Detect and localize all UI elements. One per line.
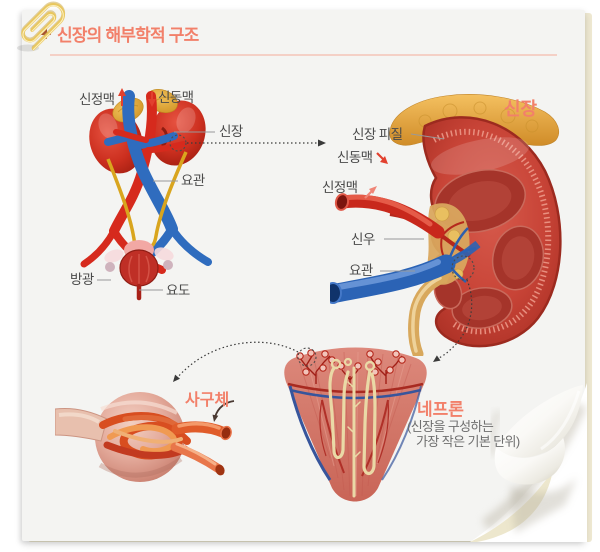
label-bladder: 방광 <box>70 272 94 287</box>
kidney-section-title: 신장 <box>504 99 538 119</box>
page-curl <box>470 383 587 542</box>
label-renal-vein-left: 신정맥 <box>79 92 115 107</box>
label-urethra: 요도 <box>166 283 190 298</box>
nephron-subtitle-line2: 가장 작은 기본 단위) <box>416 434 520 449</box>
label-renal-artery-right: 신동맥 <box>337 150 373 165</box>
title-divider <box>50 54 557 56</box>
label-renal-pelvis: 신우 <box>351 232 375 247</box>
page-title: 신장의 해부학적 구조 <box>57 26 199 45</box>
label-renal-cortex: 신장 피질 <box>352 127 403 142</box>
label-ureter-left: 요관 <box>181 173 205 188</box>
paperclip-icon <box>17 1 66 52</box>
label-renal-artery-left: 신동맥 <box>158 90 194 105</box>
plus-icon <box>39 27 51 39</box>
nephron-title: 네프론 <box>417 400 464 419</box>
label-renal-vein-right: 신정맥 <box>322 180 358 195</box>
nephron-subtitle-line1: (신장을 구성하는 <box>407 419 494 434</box>
nephron-subtitle: (신장을 구성하는 가장 작은 기본 단위) <box>407 419 520 449</box>
glomerulus-title: 사구체 <box>185 392 230 409</box>
label-ureter-right: 요관 <box>349 263 373 278</box>
nephron-illustration <box>284 347 427 502</box>
glomerulus-illustration <box>55 392 232 482</box>
urinary-system-illustration <box>80 89 212 301</box>
label-kidney-left: 신장 <box>219 124 243 139</box>
